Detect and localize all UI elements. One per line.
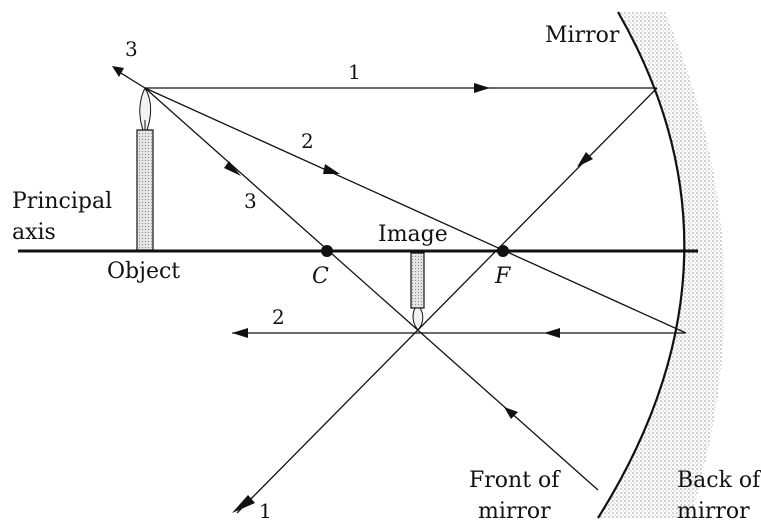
center-of-curvature-point	[321, 245, 333, 257]
ray-2-reflected-arrow-end	[232, 328, 248, 338]
ray-1-reflected	[236, 87, 658, 514]
point-f-label: F	[494, 264, 511, 289]
back-of-mirror-label-1: Back of	[677, 468, 761, 493]
ray-3-incident	[144, 87, 599, 491]
back-of-mirror-label-2: mirror	[677, 499, 750, 523]
ray-2-incident	[144, 87, 687, 334]
ray-2-reflected-arrow-mid	[544, 328, 560, 338]
image-label: Image	[378, 222, 448, 247]
ray-3-reflected-number: 3	[125, 37, 138, 61]
ray-1-bottom-number: 1	[259, 499, 272, 523]
ray-3-incident-arrow	[224, 161, 241, 176]
mirror-label: Mirror	[545, 23, 620, 48]
object-candle	[136, 86, 154, 251]
ray-3-reflected-arrow-end	[112, 66, 124, 77]
image-candle	[410, 252, 425, 331]
ray-2-incident-arrow	[323, 164, 340, 174]
mirror-surface	[597, 11, 686, 519]
front-of-mirror-label-2: mirror	[478, 499, 551, 523]
front-of-mirror-label-1: Front of	[469, 468, 561, 493]
mirror-back-shading	[598, 12, 725, 518]
ray-1-top-number: 1	[348, 60, 361, 84]
ray-2-reflected-number: 2	[272, 305, 285, 329]
ray-1-reflected-arrow-mid	[577, 152, 593, 167]
point-c-label: C	[312, 264, 329, 289]
ray-1-incident-arrow	[474, 83, 490, 93]
ray-3-incident-number: 3	[244, 189, 257, 213]
principal-axis-label-1: Principal	[12, 189, 112, 214]
ray-2-incident-number: 2	[301, 129, 314, 153]
object-label: Object	[107, 259, 180, 284]
focal-point	[497, 245, 509, 257]
ray-1-reflected-arrow-end	[232, 495, 255, 513]
principal-axis-label-2: axis	[12, 220, 56, 245]
ray-3-reflected-arrow-mid	[504, 407, 518, 419]
